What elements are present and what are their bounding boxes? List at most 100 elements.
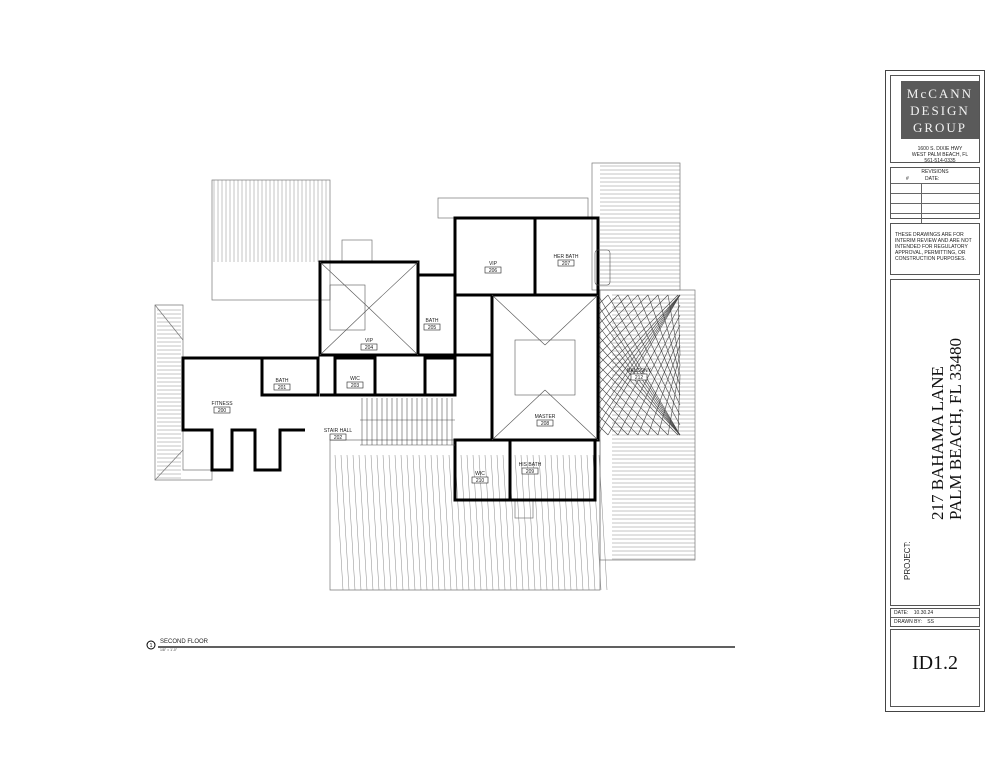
room-number-box bbox=[484, 266, 502, 274]
room-number: 204 bbox=[365, 345, 374, 351]
address-line: 1600 S. DIXIE HWY bbox=[917, 146, 963, 152]
revision-row bbox=[891, 213, 979, 223]
hatch-line bbox=[532, 454, 542, 591]
date-row: DATE: 10.30.24 bbox=[891, 609, 979, 618]
hatch-line bbox=[538, 454, 548, 591]
revisions-header: # DATE: bbox=[891, 176, 979, 183]
hatch-line bbox=[597, 364, 669, 436]
hatch-line bbox=[597, 304, 681, 436]
room-number-box bbox=[630, 373, 648, 381]
hatch-line bbox=[617, 314, 681, 436]
room-number-box bbox=[423, 323, 441, 331]
hatch-line bbox=[597, 294, 681, 396]
project-box: 217 BAHAMA LANE PALM BEACH, FL 33480 PRO… bbox=[890, 279, 980, 606]
walls bbox=[181, 216, 600, 502]
hatch-line bbox=[412, 454, 422, 591]
hatch-line bbox=[394, 454, 404, 591]
room-name: HIS BATH bbox=[519, 462, 542, 468]
project-label: PROJECT: bbox=[903, 541, 912, 580]
hatch-line bbox=[520, 454, 530, 591]
room-number: 207 bbox=[562, 261, 571, 267]
hatch-line bbox=[418, 454, 428, 591]
date-box: DATE: 10.30.24 DRAWN BY: SS bbox=[890, 608, 980, 627]
room-number: 205 bbox=[428, 325, 437, 331]
project-address-line1: 217 BAHAMA LANE bbox=[928, 366, 947, 520]
room-name: HER BATH bbox=[554, 254, 579, 260]
room-number-box bbox=[346, 381, 364, 389]
hatch-line bbox=[657, 294, 681, 376]
hatch-line bbox=[597, 424, 609, 436]
hatch-line bbox=[667, 364, 681, 436]
room-number: 202 bbox=[334, 435, 343, 441]
drawn-by-value: SS bbox=[927, 619, 934, 625]
hatch-line bbox=[597, 414, 619, 436]
hatch-line bbox=[627, 324, 681, 436]
hatch-line bbox=[376, 454, 386, 591]
room-name: STAIR HALL bbox=[324, 428, 352, 434]
sheet-number: ID1.2 bbox=[911, 652, 959, 674]
hatch-line bbox=[597, 354, 679, 436]
hatch-line bbox=[442, 454, 452, 591]
drawn-by-label: DRAWN BY: bbox=[894, 619, 922, 625]
firm-logo: McCANN DESIGN GROUP bbox=[901, 81, 979, 139]
hatch-line bbox=[597, 294, 679, 376]
hatch-line bbox=[448, 454, 458, 591]
hatch-line bbox=[597, 294, 681, 386]
room-number: 210 bbox=[476, 478, 485, 484]
room-name: VIP bbox=[365, 338, 374, 344]
caption-marker: 1 bbox=[146, 640, 735, 650]
hatch-line bbox=[496, 454, 506, 591]
disclaimer-text: THESE DRAWINGS ARE FOR INTERIM REVIEW AN… bbox=[895, 232, 972, 262]
hatch-line bbox=[677, 374, 681, 436]
room-number: 203 bbox=[351, 383, 360, 389]
room-name: FITNESS bbox=[211, 401, 233, 407]
room-number: 201 bbox=[278, 385, 287, 391]
room-number-box bbox=[213, 406, 231, 414]
address-line: WEST PALM BEACH, FL bbox=[911, 152, 969, 158]
hatch-line bbox=[607, 304, 681, 436]
caption-number: 1 bbox=[150, 643, 153, 649]
hatch-line bbox=[556, 454, 566, 591]
drawing-caption: SECOND FLOOR bbox=[160, 639, 209, 645]
hatch-line bbox=[597, 294, 639, 336]
firm-box: McCANN DESIGN GROUP 1600 S. DIXIE HWY WE… bbox=[890, 75, 980, 164]
balcony-crosshatch bbox=[597, 294, 681, 436]
hatch-line bbox=[466, 454, 476, 591]
hatch-line bbox=[568, 454, 578, 591]
logo-line3: GROUP bbox=[912, 120, 968, 135]
room-name: BATH bbox=[426, 318, 439, 324]
hatch-line bbox=[607, 294, 681, 426]
hatch-line bbox=[597, 294, 629, 326]
revision-row bbox=[891, 203, 979, 213]
room-number-box bbox=[273, 383, 291, 391]
hatch-line bbox=[382, 454, 392, 591]
hatch-line bbox=[597, 294, 681, 436]
hatch-line bbox=[597, 294, 649, 346]
hatch-line bbox=[388, 454, 398, 591]
project-address-line2: PALM BEACH, FL 33480 bbox=[946, 338, 965, 520]
hatch-line bbox=[400, 454, 410, 591]
date-value: 10.30.24 bbox=[913, 610, 934, 616]
room-number: 208 bbox=[541, 421, 550, 427]
address-line: 561-514-0335 bbox=[924, 158, 956, 164]
firm-address: 1600 S. DIXIE HWY WEST PALM BEACH, FL 56… bbox=[895, 146, 985, 164]
room-number-box bbox=[521, 467, 539, 475]
room-name: BALCONY bbox=[627, 368, 652, 374]
room-name: BATH bbox=[276, 378, 289, 384]
room-number: 212 bbox=[635, 375, 644, 381]
hatch-line bbox=[502, 454, 512, 591]
hatch-line bbox=[460, 454, 470, 591]
room-number: 200 bbox=[218, 408, 227, 414]
hatch-line bbox=[430, 454, 440, 591]
roof-hatching bbox=[157, 165, 695, 591]
logo-line2: DESIGN bbox=[910, 103, 970, 118]
hatch-line bbox=[657, 354, 681, 436]
